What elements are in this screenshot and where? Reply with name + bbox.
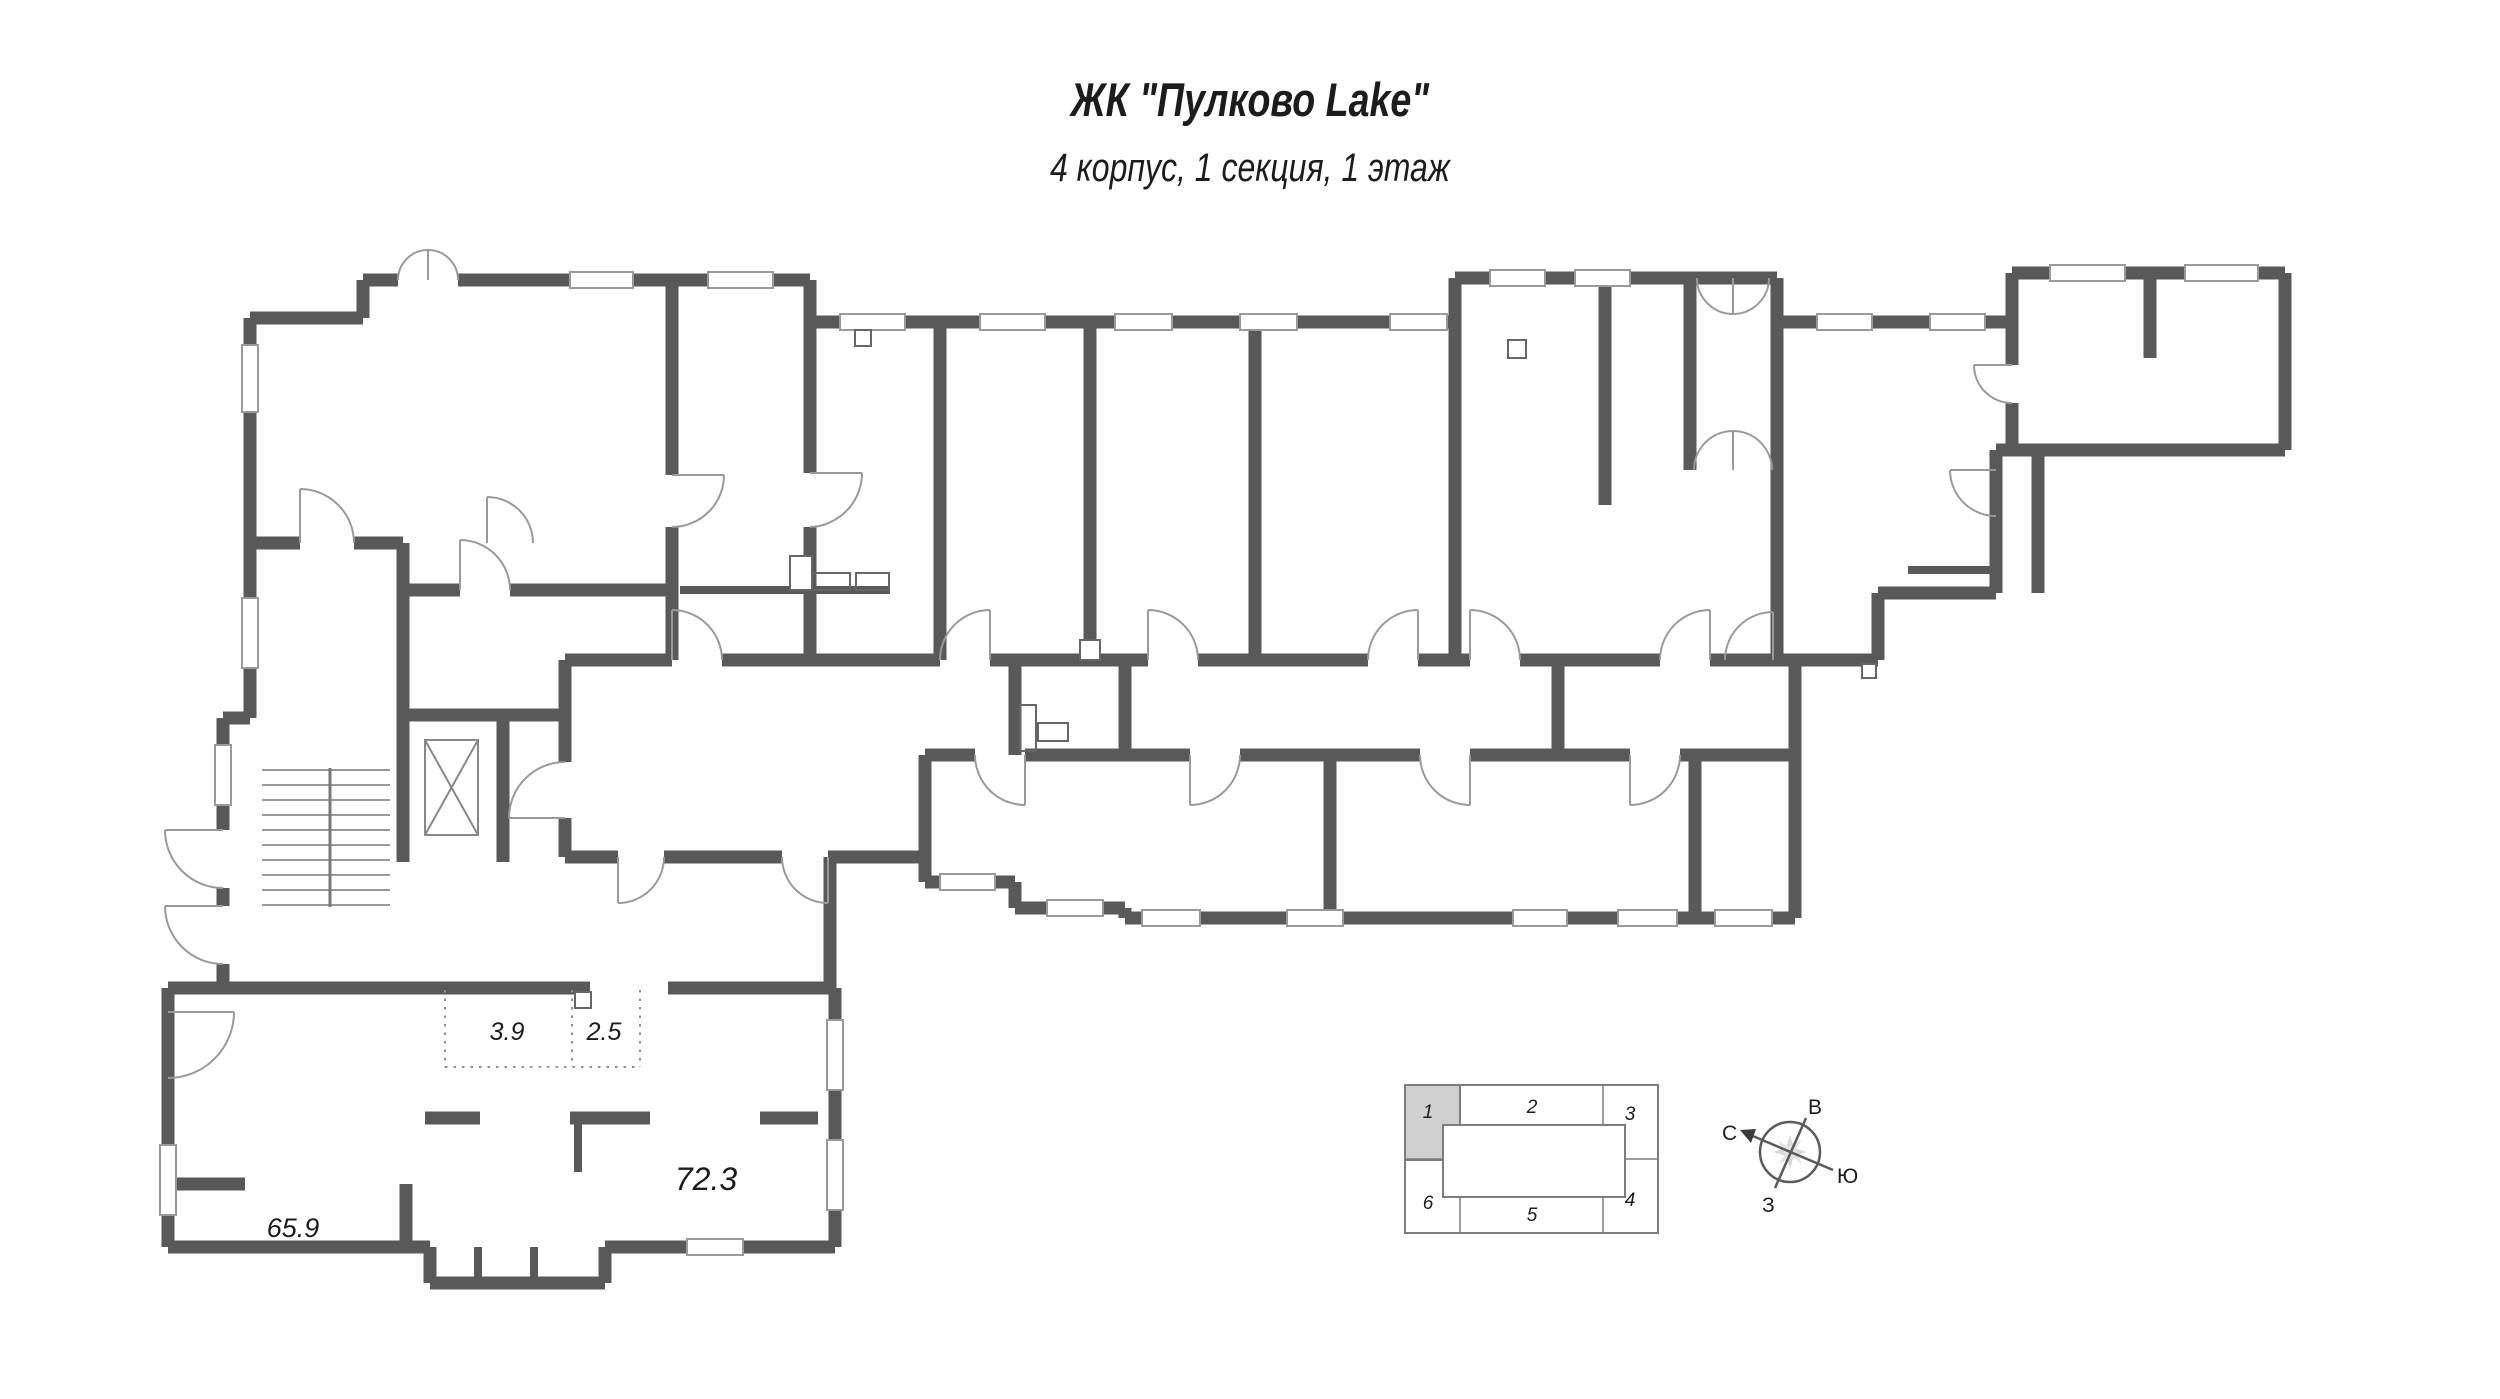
key-plan-section-4: 4 — [1625, 1190, 1636, 1211]
key-plan-section-5: 5 — [1527, 1205, 1538, 1226]
key-plan-section-3: 3 — [1625, 1104, 1636, 1125]
compass-rose: В С Ю З — [1722, 1096, 1858, 1217]
elevator-shaft — [424, 739, 479, 836]
compass-north-arrow — [1740, 1129, 1756, 1143]
room-left-area: 65.9 — [267, 1213, 320, 1243]
key-plan-section-6: 6 — [1423, 1193, 1434, 1214]
key-plan: 1 2 3 4 5 6 — [1404, 1084, 1659, 1234]
walls-thin — [474, 566, 1996, 1283]
windows — [159, 264, 2259, 1256]
page-subtitle: 4 корпус, 1 секция, 1 этаж — [0, 146, 2500, 191]
page-title-text: ЖК "Пулково Lake" — [1070, 73, 1430, 126]
key-plan-courtyard — [1442, 1124, 1626, 1198]
key-plan-section-1: 1 — [1423, 1102, 1434, 1123]
compass-south-label: Ю — [1837, 1165, 1858, 1188]
door-arcs — [164, 249, 2013, 1079]
storage-a-area: 3.9 — [490, 1018, 525, 1046]
storage-b-area: 2.5 — [586, 1018, 622, 1046]
compass-east-label: В — [1808, 1096, 1822, 1119]
compass-west-label: З — [1762, 1194, 1775, 1217]
vent-shafts — [574, 329, 1877, 1009]
walls-thick — [161, 266, 2292, 1290]
page-title: ЖК "Пулково Lake" — [0, 72, 2500, 127]
area-labels: 3.9 2.5 72.3 65.9 — [267, 1018, 738, 1243]
key-plan-section-2: 2 — [1526, 1097, 1538, 1118]
page-subtitle-text: 4 корпус, 1 секция, 1 этаж — [1050, 146, 1450, 190]
fixtures — [811, 572, 1069, 752]
compass-north-label: С — [1722, 1122, 1737, 1145]
hall-area: 72.3 — [675, 1161, 737, 1197]
staircase — [262, 768, 390, 907]
